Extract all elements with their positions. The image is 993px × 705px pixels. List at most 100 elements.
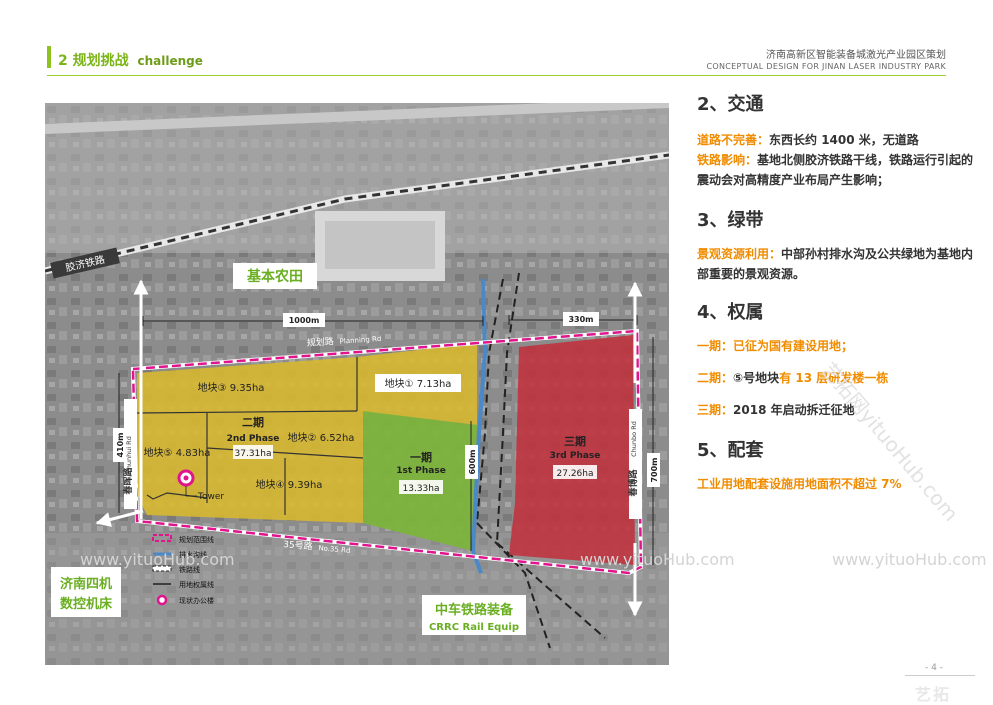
tower-label: Tower bbox=[197, 492, 224, 502]
dim-600-bg bbox=[465, 445, 478, 479]
page-number: - 4 - bbox=[925, 663, 943, 673]
legend-label: 铁路线 bbox=[179, 565, 200, 574]
road35-label: 35号路 No.35 Rd bbox=[283, 538, 351, 556]
section-ownership-title: 4、权属 bbox=[697, 302, 764, 323]
section-title-en: challenge bbox=[137, 54, 203, 68]
transport-item-2: 铁路影响：基地北侧胶济铁路干线，铁路运行引起的震动会对高精度产业布局产生影响； bbox=[697, 150, 977, 190]
dim-330-bg bbox=[563, 312, 599, 326]
section-accent-bar bbox=[47, 46, 51, 68]
phase3-label-en: 3rd Phase bbox=[550, 451, 601, 461]
project-title-en: CONCEPTUAL DESIGN FOR JINAN LASER INDUST… bbox=[706, 62, 946, 71]
section-number: 2 bbox=[58, 53, 68, 69]
legend-label: 排水沟线 bbox=[179, 550, 207, 559]
phase3-area-label: 27.26ha bbox=[557, 469, 594, 479]
railway-label-bg bbox=[50, 247, 120, 279]
phase1-label-cn: 一期 bbox=[410, 450, 432, 464]
farmland-label: 基本农田 bbox=[247, 268, 303, 285]
machine-tool-label-1: 济南四机 bbox=[60, 576, 112, 592]
farmland-label-bg bbox=[233, 263, 317, 289]
dim-700-bg bbox=[647, 453, 660, 487]
watermark-left: www.yituoHub.com bbox=[80, 550, 235, 569]
site-plan-map: 胶济铁路 基本农田 1000m 330m 410m 600m 700m bbox=[45, 103, 669, 665]
transport-key-1: 道路不完善： bbox=[697, 133, 770, 147]
transport-value-1: 东西长约 1400 米，无道路 bbox=[769, 133, 919, 147]
dim-330-label: 330m bbox=[568, 315, 593, 324]
phase1-label-en: 1st Phase bbox=[396, 466, 446, 476]
ownership-value-3: 2018 年启动拆迁征地 bbox=[733, 403, 855, 417]
rail-spur-2 bbox=[496, 272, 520, 544]
transport-key-2: 铁路影响： bbox=[697, 153, 758, 167]
brand-logo: 艺拓 bbox=[915, 685, 952, 704]
chunbo-label-bg bbox=[629, 409, 642, 519]
transport-value-2: 基地北侧胶济铁路干线，铁路运行引起的震动会对高精度产业布局产生影响； bbox=[697, 153, 974, 187]
phase2-area-bg bbox=[233, 445, 273, 459]
watermark-mid: www.yituoHub.com bbox=[580, 550, 735, 569]
phase3-area bbox=[509, 335, 635, 565]
section-title-cn: 规划挑战 bbox=[72, 53, 129, 69]
facilities-value-1: 工业用地配套设施用地面积不超过 7% bbox=[697, 477, 902, 491]
challenges-panel: 2、交通 道路不完善：东西长约 1400 米，无道路 铁路影响：基地北侧胶济铁路… bbox=[697, 90, 977, 494]
plot1-label-bg bbox=[375, 374, 461, 392]
phase2-label-en: 2nd Phase bbox=[227, 434, 280, 444]
ownership-item-2: 二期：⑤号地块有 13 层研发楼一栋 bbox=[697, 368, 977, 388]
dim-410-bg bbox=[113, 428, 126, 462]
section-transport-title: 2、交通 bbox=[697, 94, 764, 115]
dim-600-label: 600m bbox=[468, 449, 477, 474]
phase1-area-bg bbox=[399, 480, 443, 494]
project-title-cn: 济南高新区智能装备城激光产业园区策划 bbox=[766, 50, 946, 61]
watermark-right: www.yituoHub.com bbox=[832, 550, 987, 569]
legend-label: 规划范围线 bbox=[179, 535, 214, 544]
rail-spur-1 bbox=[476, 278, 504, 524]
phase2-label-cn: 二期 bbox=[242, 415, 264, 429]
facilities-item-1: 工业用地配套设施用地面积不超过 7% bbox=[697, 474, 977, 494]
ownership-item-3: 三期：2018 年启动拆迁征地 bbox=[697, 400, 977, 420]
ownership-key-1: 一期： bbox=[697, 339, 734, 353]
legend-label: 用地权属线 bbox=[179, 580, 214, 589]
ownership-value-1: 已征为国有建设用地； bbox=[733, 339, 854, 353]
legend-label: 现状办公楼 bbox=[179, 596, 214, 605]
section-facilities-title: 5、配套 bbox=[697, 440, 764, 461]
legend-rail-swatch bbox=[152, 565, 172, 572]
plot2-label: 地块② 6.52ha bbox=[288, 431, 355, 444]
greenbelt-item-1: 景观资源利用：中部孙村排水沟及公共绿地为基地内部重要的景观资源。 bbox=[697, 244, 977, 284]
dim-410-label: 410m bbox=[116, 432, 125, 457]
legend-office-swatch bbox=[156, 594, 168, 606]
chunhui-label-bg bbox=[124, 399, 137, 509]
chunbo-label-en: Chunbo Rd bbox=[630, 421, 638, 457]
highway-north bbox=[45, 103, 669, 134]
tower-marker-dot bbox=[183, 475, 189, 481]
transport-item-1: 道路不完善：东西长约 1400 米，无道路 bbox=[697, 130, 977, 150]
tower-leader-line bbox=[185, 486, 197, 497]
plot4-label: 地块④ 9.39ha bbox=[256, 478, 323, 491]
chunbo-label-cn: 春博路 bbox=[627, 469, 639, 498]
machine-tool-label-2: 数控机床 bbox=[60, 596, 113, 612]
greenbelt-value-1: 中部孙村排水沟及公共绿地为基地内部重要的景观资源。 bbox=[697, 247, 974, 281]
section-greenbelt-title: 3、绿带 bbox=[697, 210, 764, 231]
map-legend: 规划范围线 排水沟线 铁路线 用地权属线 现状办公楼 bbox=[152, 534, 214, 606]
railway-dash bbox=[45, 153, 669, 273]
footer-divider bbox=[905, 675, 975, 676]
ownership-key-3: 三期： bbox=[697, 403, 734, 417]
legend-boundary-swatch bbox=[152, 534, 172, 542]
phase1-area-label: 13.33ha bbox=[403, 484, 440, 494]
machine-tool-label-bg bbox=[51, 567, 121, 617]
chunhui-label-en: Chunhui Rd bbox=[125, 436, 133, 474]
chunhui-label-cn: 春晖路 bbox=[122, 467, 134, 496]
phase3-label-cn: 三期 bbox=[564, 434, 586, 448]
header-divider bbox=[47, 75, 946, 76]
dim-1000-bg bbox=[283, 313, 325, 327]
dim-700-label: 700m bbox=[650, 457, 659, 482]
ownership-value-2a: ⑤号地块 bbox=[733, 371, 780, 385]
road-arrow-west bbox=[95, 509, 144, 527]
plot1-label: 地块① 7.13ha bbox=[385, 377, 452, 390]
ownership-key-2: 二期： bbox=[697, 371, 734, 385]
plot5-label: 地块⑤ 4.83ha bbox=[144, 446, 211, 459]
phase3-area-bg bbox=[553, 465, 597, 479]
crrc-label-en: CRRC Rail Equip bbox=[429, 622, 519, 633]
greenbelt-key-1: 景观资源利用： bbox=[697, 247, 782, 261]
section-title: 2 规划挑战 challenge bbox=[58, 50, 203, 70]
ownership-item-1: 一期：已征为国有建设用地； bbox=[697, 336, 977, 356]
ownership-value-2b: 有 13 层研发楼一栋 bbox=[779, 371, 889, 385]
rail-spur-4 bbox=[476, 522, 551, 649]
crrc-label-bg bbox=[422, 595, 526, 635]
